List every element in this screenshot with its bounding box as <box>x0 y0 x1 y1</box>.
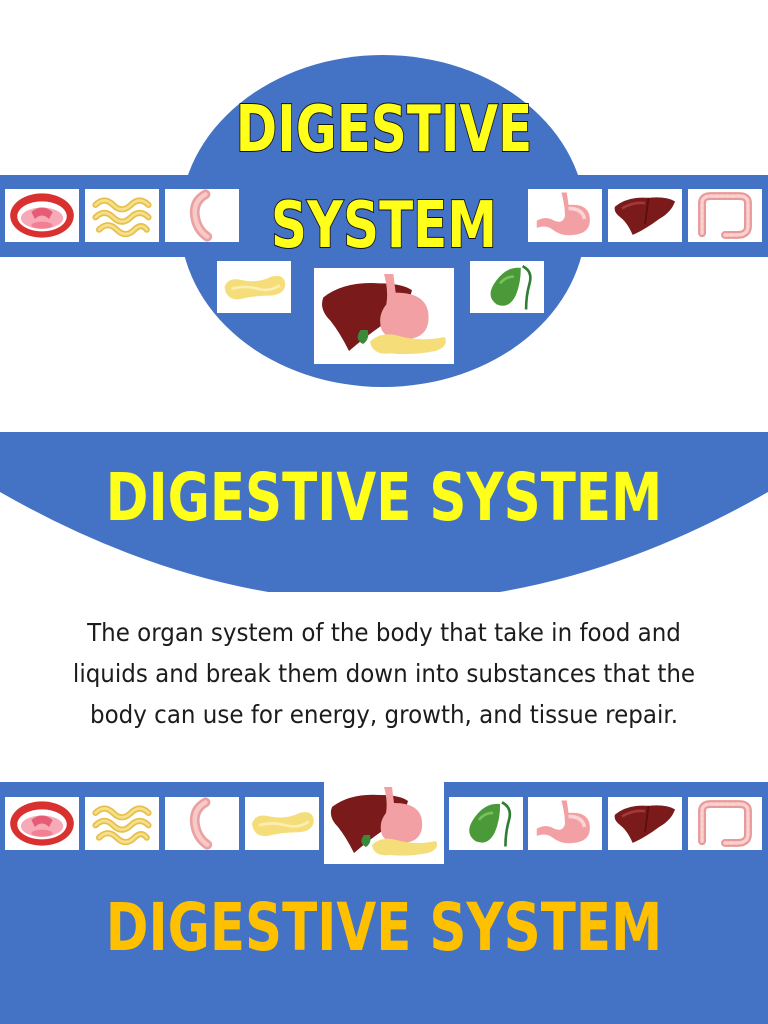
large-intestine-icon <box>688 189 762 242</box>
mouth-icon <box>5 797 79 850</box>
stomach-icon <box>528 797 602 850</box>
middle-title: DIGESTIVE SYSTEM <box>105 459 663 536</box>
description-text: The organ system of the body that take i… <box>68 612 701 735</box>
large-intestine-icon <box>688 797 762 850</box>
liver-icon <box>608 189 682 242</box>
gallbladder-icon <box>449 797 523 850</box>
liver-stomach-pancreas-icon <box>314 268 454 364</box>
top-title-line1: DIGESTIVE <box>235 92 533 168</box>
gallbladder-icon <box>470 261 544 313</box>
middle-banner-shape <box>0 432 768 592</box>
mouth-icon <box>5 189 79 242</box>
top-title-line2: SYSTEM <box>270 188 497 264</box>
description-line-2: liquids and break them down into substan… <box>72 659 696 688</box>
pancreas-icon <box>245 797 319 850</box>
small-intestine-icon <box>85 189 159 242</box>
stomach-icon <box>528 189 602 242</box>
description-line-3: body can use for energy, growth, and tis… <box>89 700 679 729</box>
pancreas-icon <box>217 261 291 313</box>
description-line-1: The organ system of the body that take i… <box>87 618 681 647</box>
liver-stomach-pancreas-icon <box>324 782 444 864</box>
bottom-title: DIGESTIVE SYSTEM <box>105 889 663 966</box>
liver-icon <box>608 797 682 850</box>
small-intestine-icon <box>85 797 159 850</box>
esophagus-icon <box>165 189 239 242</box>
esophagus-icon <box>165 797 239 850</box>
